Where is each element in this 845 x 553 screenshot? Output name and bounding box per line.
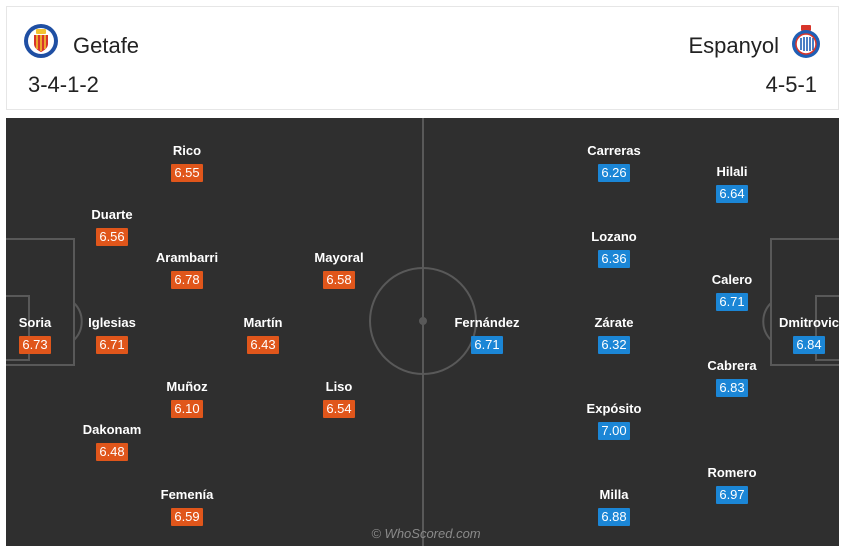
player-rating: 6.59 — [171, 508, 203, 526]
player-rating: 6.48 — [96, 443, 128, 461]
player-carreras[interactable]: Carreras 6.26 — [559, 143, 669, 182]
player-rating: 6.32 — [598, 336, 630, 354]
home-team-name[interactable]: Getafe — [73, 33, 140, 58]
player-name: Dakonam — [82, 422, 142, 437]
player-arambarri[interactable]: Arambarri 6.78 — [132, 250, 242, 289]
player-hilali[interactable]: Hilali 6.64 — [677, 164, 787, 203]
player-mayoral[interactable]: Mayoral 6.58 — [284, 250, 394, 289]
player-name: Duarte — [91, 207, 133, 222]
match-header: Getafe 3-4-1-2 Espanyol 4-5-1 — [6, 6, 839, 110]
player-rating: 6.78 — [171, 271, 203, 289]
player-romero[interactable]: Romero 6.97 — [677, 465, 787, 504]
player-munoz[interactable]: Muñoz 6.10 — [132, 379, 242, 418]
player-rating: 6.56 — [96, 228, 128, 246]
player-name: Dmitrovic — [779, 315, 839, 330]
player-rating: 6.71 — [471, 336, 503, 354]
player-liso[interactable]: Liso 6.54 — [284, 379, 394, 418]
player-name: Milla — [599, 487, 629, 502]
player-cabrera[interactable]: Cabrera 6.83 — [677, 358, 787, 397]
player-rating: 6.88 — [598, 508, 630, 526]
player-rating: 6.83 — [716, 379, 748, 397]
player-name: Liso — [325, 379, 353, 394]
espanyol-crest-icon — [792, 25, 820, 58]
player-rating: 6.10 — [171, 400, 203, 418]
player-name: Muñoz — [166, 379, 208, 394]
player-martin[interactable]: Martín 6.43 — [208, 315, 318, 354]
getafe-crest-icon — [24, 24, 58, 58]
player-rating: 7.00 — [598, 422, 630, 440]
player-name: Carreras — [587, 143, 641, 158]
player-name: Arambarri — [155, 250, 219, 265]
player-name: Femenía — [160, 487, 214, 502]
player-dakonam[interactable]: Dakonam 6.48 — [57, 422, 167, 461]
player-rating: 6.71 — [96, 336, 128, 354]
watermark: © WhoScored.com — [371, 526, 481, 541]
player-fernandez[interactable]: Fernández 6.71 — [432, 315, 542, 354]
player-name: Iglesias — [88, 315, 136, 330]
player-rating: 6.43 — [247, 336, 279, 354]
player-dmitrovic[interactable]: Dmitrovic 6.84 — [754, 315, 839, 354]
player-rating: 6.36 — [598, 250, 630, 268]
player-rating: 6.84 — [793, 336, 825, 354]
away-formation: 4-5-1 — [765, 72, 817, 97]
player-duarte[interactable]: Duarte 6.56 — [57, 207, 167, 246]
player-soria[interactable]: Soria 6.73 — [6, 315, 90, 354]
home-formation: 3-4-1-2 — [28, 72, 99, 97]
player-rating: 6.71 — [716, 293, 748, 311]
player-femenia[interactable]: Femenía 6.59 — [132, 487, 242, 526]
player-name: Cabrera — [707, 358, 757, 373]
player-milla[interactable]: Milla 6.88 — [559, 487, 669, 526]
pitch: Soria 6.73 Duarte 6.56 Iglesias 6.71 Dak… — [6, 118, 839, 546]
player-rating: 6.73 — [19, 336, 51, 354]
player-name: Calero — [711, 272, 753, 287]
player-zarate[interactable]: Zárate 6.32 — [559, 315, 669, 354]
player-name: Hilali — [716, 164, 748, 179]
player-name: Fernández — [454, 315, 520, 330]
away-team-name[interactable]: Espanyol — [688, 33, 779, 58]
player-rating: 6.54 — [323, 400, 355, 418]
player-lozano[interactable]: Lozano 6.36 — [559, 229, 669, 268]
player-iglesias[interactable]: Iglesias 6.71 — [57, 315, 167, 354]
player-name: Romero — [707, 465, 757, 480]
player-rating: 6.55 — [171, 164, 203, 182]
pitch-markings — [6, 118, 839, 546]
player-name: Zárate — [594, 315, 634, 330]
player-name: Rico — [172, 143, 202, 158]
player-rico[interactable]: Rico 6.55 — [132, 143, 242, 182]
player-calero[interactable]: Calero 6.71 — [677, 272, 787, 311]
player-name: Lozano — [591, 229, 637, 244]
player-rating: 6.97 — [716, 486, 748, 504]
player-exposito[interactable]: Expósito 7.00 — [559, 401, 669, 440]
player-name: Mayoral — [314, 250, 364, 265]
player-rating: 6.26 — [598, 164, 630, 182]
player-name: Soria — [18, 315, 52, 330]
player-name: Martín — [243, 315, 283, 330]
player-name: Expósito — [586, 401, 642, 416]
player-rating: 6.58 — [323, 271, 355, 289]
player-rating: 6.64 — [716, 185, 748, 203]
